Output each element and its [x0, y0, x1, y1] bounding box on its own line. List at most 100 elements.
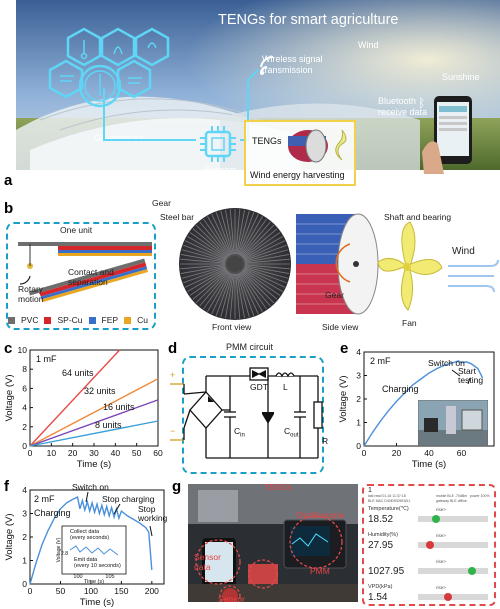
chart-f-ytick-label: 2	[22, 532, 27, 542]
wheel-spoke	[241, 221, 271, 257]
chart-f-xtick-label-line: 150	[114, 586, 128, 596]
pmm-circuit-box	[182, 356, 324, 474]
label-resistor: R	[322, 436, 329, 446]
chart-c-ytick-label-line: 6	[22, 383, 27, 393]
chart-f-series-line	[29, 495, 153, 585]
chart-f-ytick-label: 4	[22, 485, 27, 495]
label-sensors: Sensors	[204, 165, 238, 175]
chart-c-series-label: 16 units	[103, 402, 135, 412]
chart-f-inset-emit-line: Emit data	[74, 557, 98, 563]
chart-e-ytick-label-line: 0	[356, 441, 361, 451]
wheel-spoke	[220, 273, 233, 318]
wheel-spoke	[192, 228, 228, 258]
chart-f-switch-on-line: Switch on	[72, 482, 109, 492]
label-greenhouse: Greenhouse	[94, 133, 144, 143]
readout-label-3: VPD(kPa)	[368, 584, 393, 590]
label-contact-separation: Contact and separation	[68, 267, 114, 287]
label-tengs-g: TENGs	[264, 482, 292, 492]
chart-f-xtick-label: 150	[114, 586, 128, 596]
chart-e-annotation-line: 2 mF	[370, 356, 391, 366]
sensor-hexagons	[48, 27, 170, 108]
chart-f-annotation-line: 2 mF	[34, 494, 55, 504]
chart-f-inset-ytick-line: 2.8	[61, 551, 68, 557]
chart-f-inset-xtick-line: 105	[105, 574, 114, 580]
chart-c-xlabel-line: Time (s)	[77, 459, 111, 470]
wheel-spoke	[244, 258, 290, 264]
chart-f-xlabel-line: Time (s)	[80, 597, 114, 608]
chart-c-ytick-label: 6	[22, 383, 27, 393]
chart-c-xtick-label-line: 60	[153, 448, 163, 458]
chart-e-ytick-label-line: 3	[356, 371, 361, 381]
wheel-spoke	[189, 232, 228, 259]
chart-f-charging-line: Charging	[34, 508, 71, 518]
wheel-spoke	[207, 216, 231, 256]
wheel-spoke	[181, 249, 226, 262]
chart-f-xtick-label: 200	[145, 586, 159, 596]
readout-value-0: 18.52	[368, 514, 394, 525]
chart-c-annotation: 1 mF	[36, 354, 57, 364]
readout-dot-3	[444, 593, 452, 601]
chart-e-xtick-label-line: 20	[392, 448, 402, 458]
chart-c-xtick-label: 10	[47, 448, 57, 458]
wheel-spoke	[187, 268, 227, 292]
chart-f-xtick-label: 100	[84, 586, 98, 596]
chart-c-ytick-label: 2	[22, 422, 27, 432]
wheel-spoke	[211, 213, 232, 256]
chart-f-xtick-label-line: 100	[84, 586, 98, 596]
chart-e-ytick-label: 0	[356, 441, 361, 451]
chart-f-switch-on: Switch on	[72, 482, 109, 492]
readout-bar-0	[418, 516, 488, 522]
chart-e-xtick-label: 60	[457, 448, 467, 458]
wheel-spoke	[192, 270, 228, 300]
panel-letter-e: e	[340, 340, 349, 357]
label-bluetooth: Bluetooth receive data	[378, 96, 428, 117]
chart-f-inset-ylabel: Voltage (V)	[56, 537, 62, 562]
wheel-spoke	[243, 268, 283, 292]
chart-f-ytick-label-line: 0	[22, 579, 27, 589]
chart-c-xtick-label: 0	[28, 448, 33, 458]
readout-bar-1	[418, 542, 488, 548]
wheel-spoke	[239, 216, 263, 256]
chart-c-xtick-label: 40	[111, 448, 121, 458]
panel-letter-d: d	[168, 340, 178, 357]
label-cin-c: C	[234, 426, 241, 436]
label-minus: −	[170, 426, 176, 436]
chart-f-xtick-label-line: 200	[145, 586, 159, 596]
chart-c-ytick-label: 8	[22, 364, 27, 374]
wheel-spoke	[181, 266, 226, 279]
label-wind-b: Wind	[452, 246, 475, 257]
chart-f-inset-line	[69, 545, 119, 556]
chart-e-charging-line: Charging	[382, 384, 419, 394]
wheel-spoke	[242, 228, 278, 258]
wheel-spoke	[238, 273, 255, 316]
chart-c-xtick-label: 50	[132, 448, 142, 458]
wind-arrows-icon	[448, 259, 499, 293]
legend-pvc: PVC	[21, 315, 39, 325]
readout-dot-1	[426, 541, 434, 549]
chart-c-series-line	[29, 378, 159, 447]
panel-d: d PMM circuit	[168, 340, 333, 475]
sensor-chip-icon	[200, 126, 236, 162]
label-gear-top: Gear	[152, 198, 171, 208]
wheel-spoke	[225, 273, 234, 319]
readout-index: 1	[368, 487, 372, 494]
wheel-spoke	[242, 232, 281, 259]
setup-photo	[188, 484, 358, 602]
legend-b: PVC SP-Cu FEP Cu	[8, 314, 158, 326]
chart-f-inset-xtick: 105	[105, 574, 114, 580]
wheel-spoke	[244, 249, 289, 262]
chart-c-ytick-label-line: 8	[22, 364, 27, 374]
wheel-spoke	[244, 264, 290, 270]
label-inductor: L	[283, 382, 288, 392]
chart-c-ytick-label: 4	[22, 403, 27, 413]
chart-e-xtick-label-line: 60	[457, 448, 467, 458]
panel-letter-f: f	[4, 478, 9, 495]
chart-f-ytick-label-line: 2	[22, 532, 27, 542]
chart-f-inset-ylabel-line: Voltage (V)	[56, 537, 62, 562]
chart-c-ytick-label: 0	[22, 441, 27, 451]
panel-letter-g: g	[172, 478, 182, 495]
chart-f-inset-xtick-line: 100	[73, 574, 82, 580]
